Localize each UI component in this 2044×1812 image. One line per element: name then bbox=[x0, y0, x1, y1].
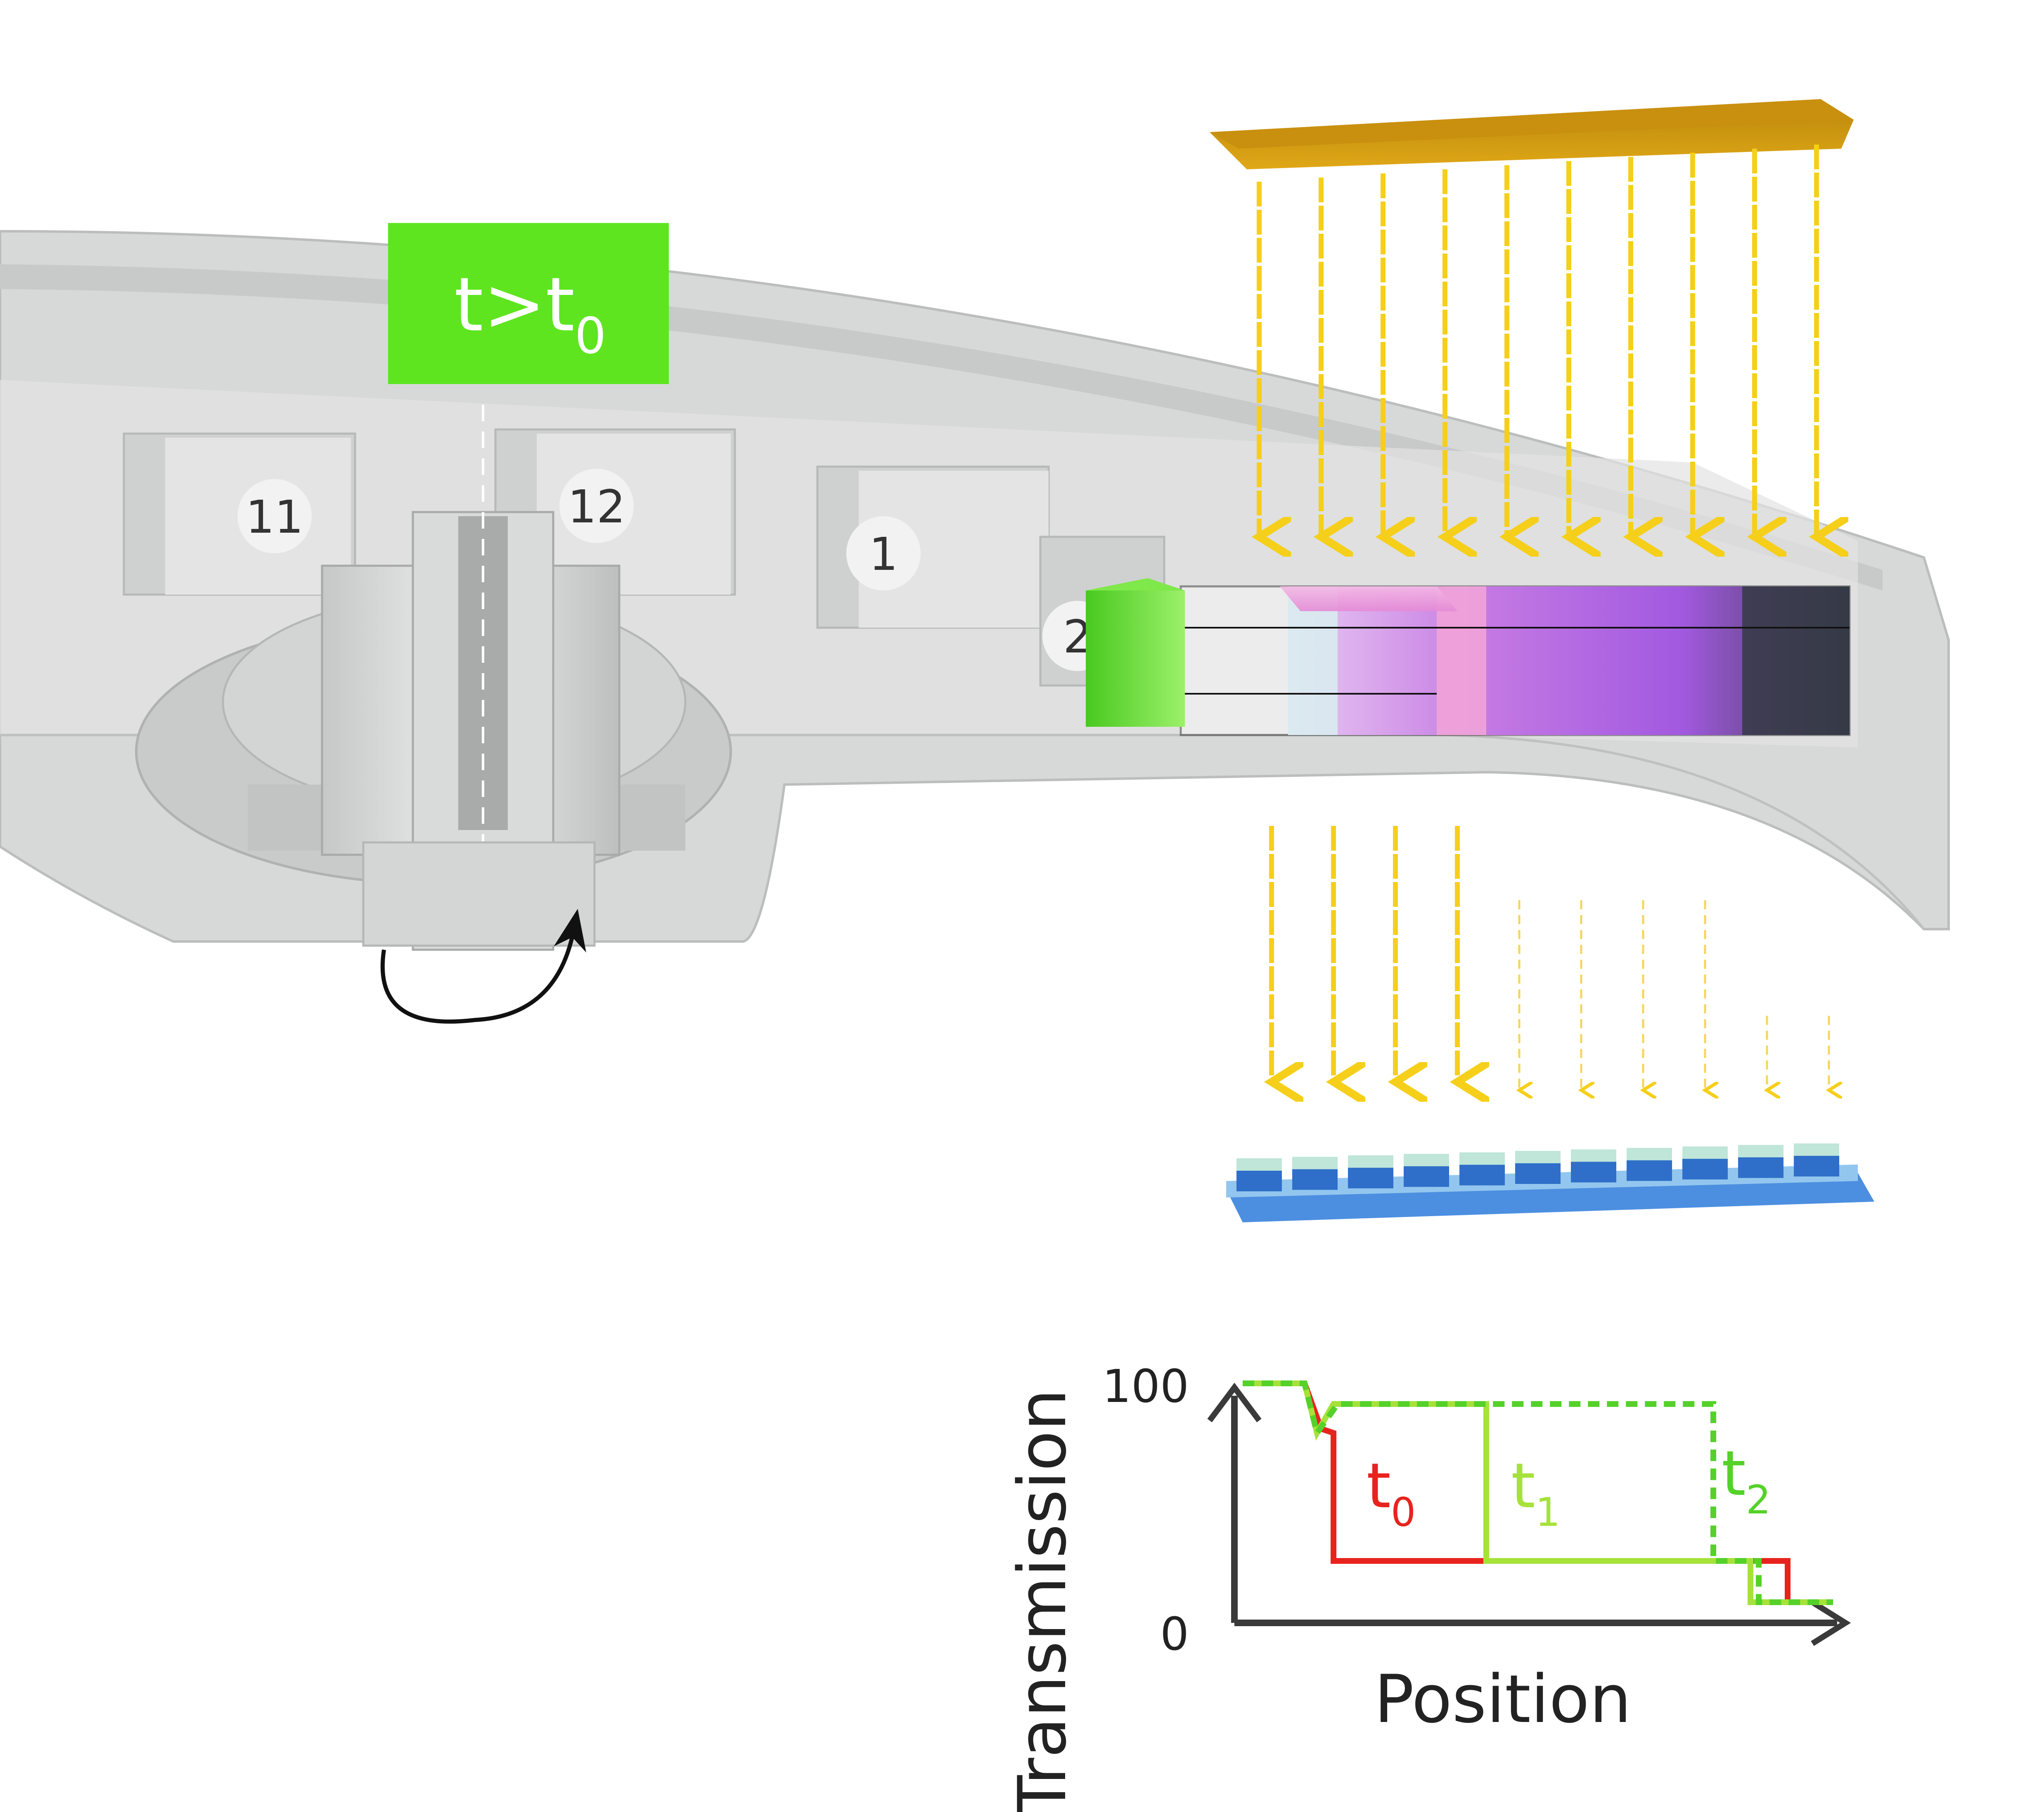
detector-pixel bbox=[1682, 1159, 1728, 1180]
plot-x-label: Position bbox=[1374, 1660, 1632, 1738]
slot-number: 12 bbox=[568, 480, 625, 533]
detector-pixel bbox=[1794, 1156, 1839, 1176]
slot-badge-11: 11 bbox=[237, 479, 312, 553]
sample-cell bbox=[1086, 578, 1851, 736]
plot-y-axis-arrowhead bbox=[1207, 1383, 1262, 1423]
slot-number: 11 bbox=[246, 491, 303, 543]
detector-pixels bbox=[1236, 1143, 1839, 1191]
time-label-main: t>t bbox=[454, 262, 575, 348]
plot-x-axis-arrowhead bbox=[1811, 1600, 1851, 1646]
detector-pixel-top bbox=[1738, 1145, 1783, 1157]
detector-pixel-top bbox=[1627, 1148, 1672, 1160]
transmission-plot: Transmission Position 100 0 t0 t1 t2 bbox=[1004, 1360, 1851, 1812]
lamp-icon bbox=[1210, 99, 1854, 169]
plot-ytick-min: 0 bbox=[1160, 1608, 1189, 1660]
detector-pixel bbox=[1348, 1167, 1393, 1188]
slot-number: 1 bbox=[869, 528, 898, 581]
detector-pixel bbox=[1627, 1160, 1672, 1181]
curve-label-t2: t2 bbox=[1722, 1438, 1771, 1523]
plot-y-label: Transmission bbox=[1004, 1389, 1081, 1812]
detector-pixel-top bbox=[1404, 1154, 1449, 1167]
detector-pixel bbox=[1236, 1171, 1282, 1191]
transmitted-beams-weak bbox=[1519, 900, 1829, 1090]
curved-arrow-icon bbox=[380, 908, 586, 1024]
central-hub bbox=[135, 405, 732, 951]
detector-pixel-top bbox=[1682, 1146, 1728, 1159]
slot-badge-12: 12 bbox=[559, 469, 634, 543]
detector-pixel bbox=[1571, 1162, 1616, 1183]
plot-ytick-max: 100 bbox=[1102, 1360, 1189, 1413]
detector-pixel-top bbox=[1794, 1143, 1839, 1156]
detector-pixel-top bbox=[1292, 1157, 1338, 1169]
detector-pixel-top bbox=[1348, 1155, 1393, 1168]
transmitted-beams-strong bbox=[1272, 826, 1457, 1082]
curve-label-t0: t0 bbox=[1367, 1450, 1416, 1535]
time-label-box: t>t0 bbox=[388, 223, 669, 384]
time-label-subscript: 0 bbox=[575, 308, 606, 365]
detector-pixel bbox=[1738, 1157, 1783, 1178]
detector-pixel bbox=[1292, 1169, 1338, 1190]
detector-array-icon bbox=[1226, 1143, 1874, 1222]
detector-pixel-top bbox=[1459, 1152, 1505, 1165]
svg-text:t>t0: t>t0 bbox=[454, 262, 606, 365]
detector-pixel-top bbox=[1515, 1151, 1561, 1163]
incident-light-beams bbox=[1259, 145, 1817, 537]
detector-pixel bbox=[1459, 1165, 1505, 1186]
detector-pixel-top bbox=[1571, 1149, 1616, 1162]
curve-t2 bbox=[1243, 1380, 1833, 1605]
detector-pixel-top bbox=[1236, 1158, 1282, 1171]
detector-pixel bbox=[1404, 1166, 1449, 1187]
curve-label-t1: t1 bbox=[1511, 1450, 1560, 1535]
detector-pixel bbox=[1515, 1163, 1561, 1184]
slot-badge-1: 1 bbox=[846, 516, 921, 591]
